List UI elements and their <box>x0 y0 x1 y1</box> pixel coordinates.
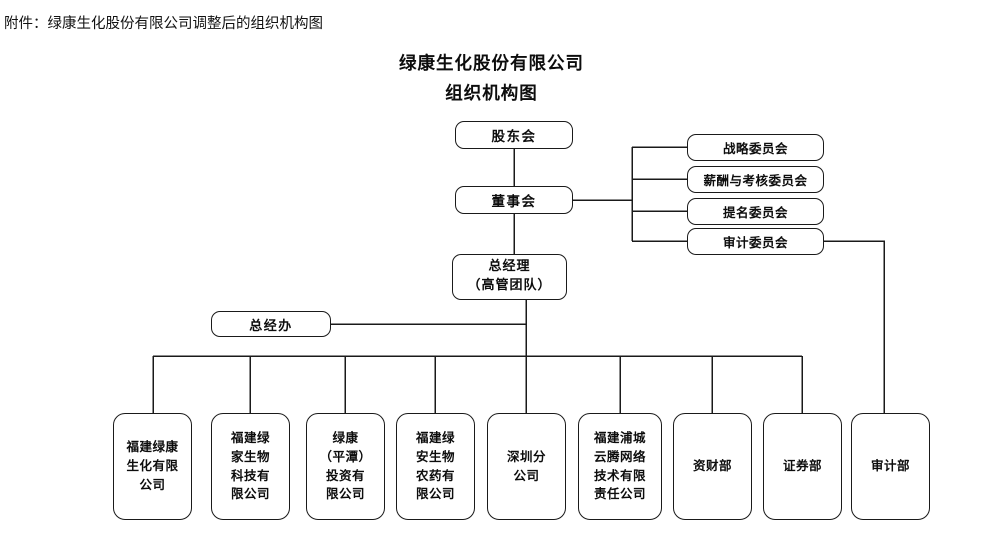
node-label: 审计委员会 <box>722 235 788 250</box>
node-fujian-pucheng-yunteng-network[interactable]: 福建浦城 云腾网络 技术有限 责任公司 <box>578 413 662 520</box>
node-board-of-directors[interactable]: 董事会 <box>455 186 573 214</box>
node-label: 深圳分 公司 <box>506 448 546 483</box>
node-label: 提名委员会 <box>722 205 788 220</box>
chart-title-line1: 绿康生化股份有限公司 <box>399 54 584 74</box>
node-label: 股东会 <box>491 129 537 145</box>
node-audit-department[interactable]: 审计部 <box>851 413 930 520</box>
node-fujian-lvjia-biotech[interactable]: 福建绿 家生物 科技有 限公司 <box>211 413 290 520</box>
node-label: 审计部 <box>870 458 910 474</box>
node-label: 战略委员会 <box>722 141 788 156</box>
node-shareholders-meeting[interactable]: 股东会 <box>455 121 573 149</box>
node-label: 福建绿康 生化有限 公司 <box>126 439 179 492</box>
node-label: 总经理 （高管团队） <box>467 259 552 293</box>
node-label: 证券部 <box>782 458 822 474</box>
node-label: 福建绿 家生物 科技有 限公司 <box>230 430 270 502</box>
node-label: 绿康 （平潭） 投资有 限公司 <box>319 430 372 502</box>
node-label: 总经办 <box>249 318 293 334</box>
node-remuneration-and-appraisal-committee[interactable]: 薪酬与考核委员会 <box>687 166 824 193</box>
node-nomination-committee[interactable]: 提名委员会 <box>687 198 824 225</box>
chart-title-line2: 组织机构图 <box>445 84 538 104</box>
node-label: 福建浦城 云腾网络 技术有限 责任公司 <box>593 430 646 502</box>
node-audit-committee[interactable]: 审计委员会 <box>687 228 824 255</box>
attachment-note: 附件：绿康生化股份有限公司调整后的组织机构图 <box>4 16 323 32</box>
node-label: 福建绿 安生物 农药有 限公司 <box>415 430 455 502</box>
node-general-manager[interactable]: 总经理 （高管团队） <box>452 254 567 300</box>
node-label: 薪酬与考核委员会 <box>703 173 808 188</box>
node-fujian-lvan-bio-pesticide[interactable]: 福建绿 安生物 农药有 限公司 <box>396 413 475 520</box>
node-securities-department[interactable]: 证券部 <box>763 413 842 520</box>
node-lvkang-pingtan-investment[interactable]: 绿康 （平潭） 投资有 限公司 <box>306 413 385 520</box>
node-label: 董事会 <box>491 194 537 210</box>
node-strategy-committee[interactable]: 战略委员会 <box>687 134 824 161</box>
node-label: 资财部 <box>692 458 732 474</box>
node-general-manager-office[interactable]: 总经办 <box>211 311 331 337</box>
node-fujian-lvkang-biochemical[interactable]: 福建绿康 生化有限 公司 <box>113 413 192 520</box>
node-shenzhen-branch[interactable]: 深圳分 公司 <box>487 413 566 520</box>
node-finance-department[interactable]: 资财部 <box>673 413 752 520</box>
